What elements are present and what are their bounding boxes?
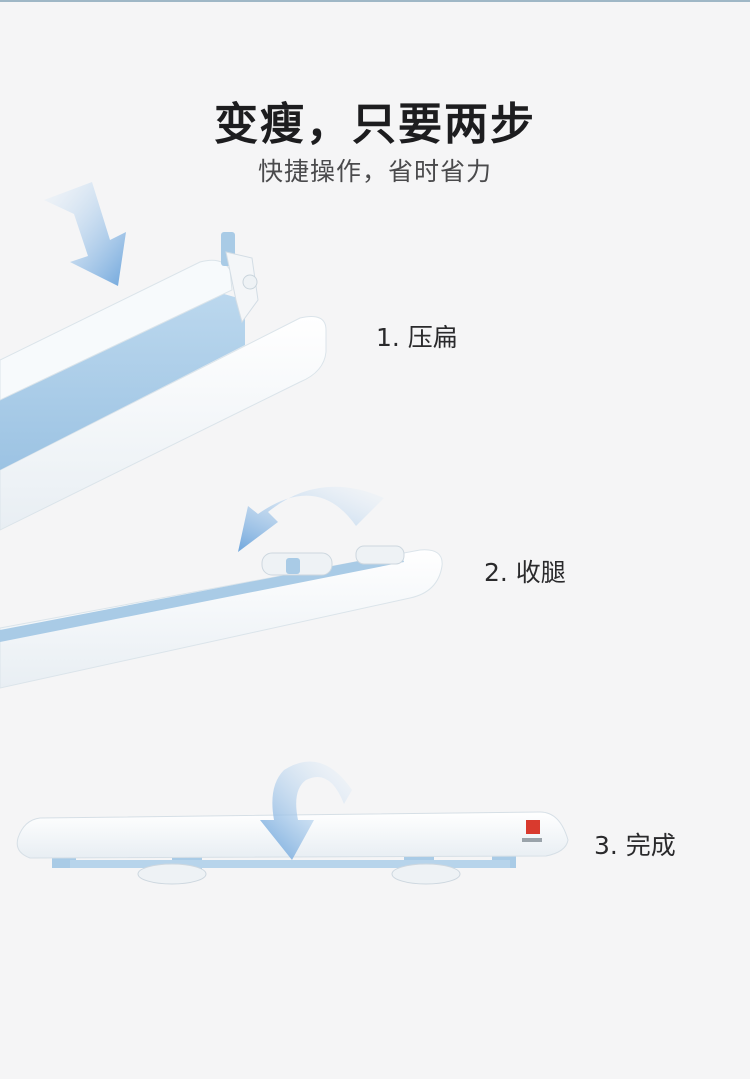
page-title: 变瘦，只要两步 — [214, 99, 536, 150]
page-subtitle: 快捷操作，省时省力 — [257, 157, 492, 186]
step-1-label: 1. 压扁 — [376, 323, 458, 352]
scale-step1 — [0, 232, 327, 531]
fold-arrow-icon — [238, 486, 384, 552]
step-2-label: 2. 收腿 — [484, 558, 566, 587]
brand-logo — [522, 820, 542, 842]
top-divider — [0, 0, 750, 2]
press-arrow-icon — [44, 182, 126, 286]
step-3-label: 3. 完成 — [594, 831, 676, 860]
scale-step2 — [0, 545, 443, 689]
done-arrow-icon — [260, 761, 352, 860]
